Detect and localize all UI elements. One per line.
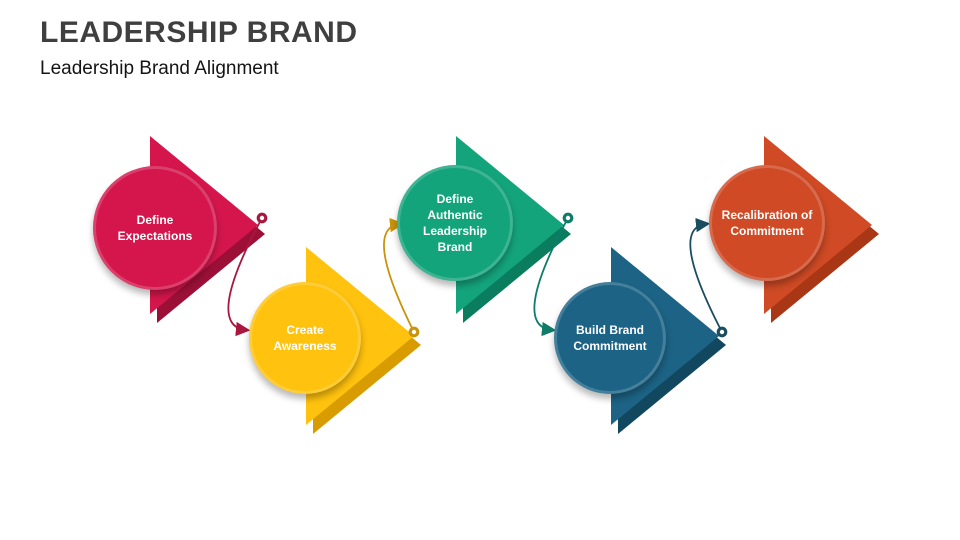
step-1-circle: Define Expectations [93,166,217,290]
step-5-label: Recalibration of Commitment [721,207,813,238]
connector-3-line [533,212,574,337]
step-2-circle: Create Awareness [249,282,361,394]
step-1-label: Define Expectations [117,212,193,243]
step-2-label: Create Awareness [273,322,337,353]
step-4-circle: Build Brand Commitment [554,282,666,394]
step-3-label: Define Authentic Leadership Brand [422,191,488,255]
connector-1-line [227,212,268,337]
step-4-label: Build Brand Commitment [573,322,647,353]
slide-subtitle: Leadership Brand Alignment [40,58,279,79]
slide-title: LEADERSHIP BRAND [40,16,358,49]
connector-4-line [689,217,728,338]
connector-2-line [383,217,420,338]
step-3-circle: Define Authentic Leadership Brand [397,165,513,281]
step-5-circle: Recalibration of Commitment [709,165,825,281]
